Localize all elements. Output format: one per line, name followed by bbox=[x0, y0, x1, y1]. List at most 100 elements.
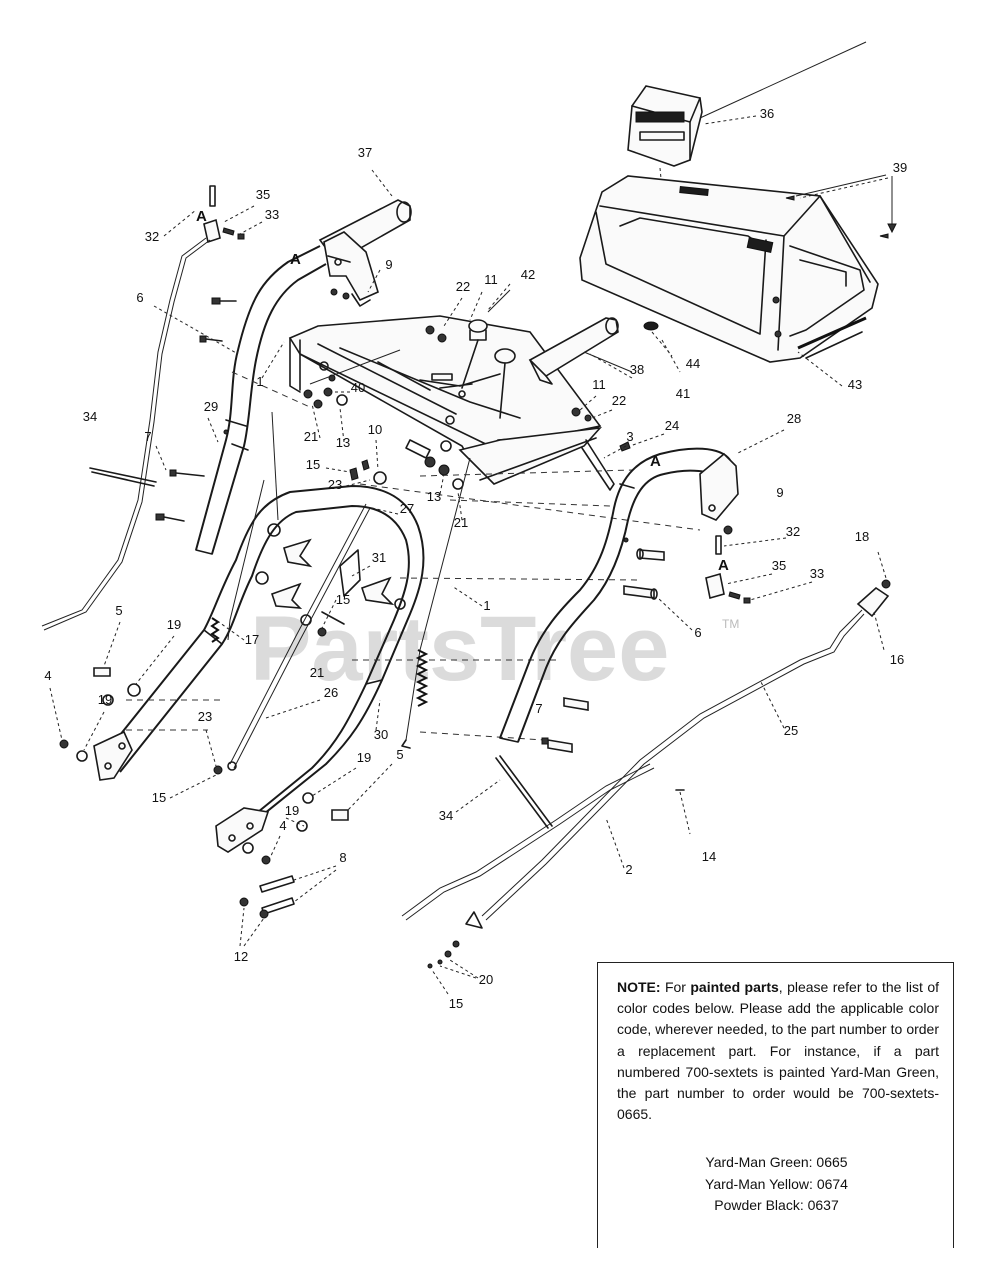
part-label-26: 26 bbox=[324, 685, 338, 700]
part-label-34: 34 bbox=[439, 808, 453, 823]
color-code-green: Yard-Man Green: 0665 bbox=[705, 1154, 848, 1170]
center-console-bracket bbox=[288, 315, 602, 485]
part-label-14: 14 bbox=[702, 849, 716, 864]
part-label-4: 4 bbox=[279, 818, 286, 833]
part-label-4: 4 bbox=[44, 668, 51, 683]
part-label-20: 20 bbox=[479, 972, 493, 987]
part-label-11: 11 bbox=[592, 377, 606, 392]
part-label-23: 23 bbox=[198, 709, 212, 724]
part-label-7: 7 bbox=[535, 701, 542, 716]
part-label-6: 6 bbox=[694, 625, 701, 640]
part-label-31: 31 bbox=[372, 550, 386, 565]
part-label-35: 35 bbox=[256, 187, 270, 202]
part-label-34: 34 bbox=[83, 409, 97, 424]
part-label-5: 5 bbox=[115, 603, 122, 618]
part-label-43: 43 bbox=[848, 377, 862, 392]
bolts-6-7-right bbox=[541, 548, 665, 753]
note-painted-parts: painted parts bbox=[690, 979, 779, 995]
part-43-console bbox=[579, 175, 879, 363]
part-label-19: 19 bbox=[98, 692, 112, 707]
note-box: NOTE: For painted parts, please refer to… bbox=[597, 962, 954, 1248]
part-label-32: 32 bbox=[145, 229, 159, 244]
part-label-21: 21 bbox=[304, 429, 318, 444]
part-label-39: 39 bbox=[893, 160, 907, 175]
part-label-28: 28 bbox=[787, 411, 801, 426]
part-label-1: 1 bbox=[256, 374, 263, 389]
part-label-5: 5 bbox=[396, 747, 403, 762]
part-label-32: 32 bbox=[786, 524, 800, 539]
part-label-19: 19 bbox=[285, 803, 299, 818]
part-32-35-right-bracket bbox=[705, 535, 751, 604]
callout-a-right-bracket: A bbox=[718, 557, 729, 574]
lead-36 bbox=[659, 167, 665, 211]
part-label-27: 27 bbox=[400, 501, 414, 516]
callout-a-right-handle: A bbox=[650, 453, 661, 470]
part-17-31-knobs bbox=[255, 523, 406, 637]
part-label-8: 8 bbox=[339, 850, 346, 865]
part-label-3: 3 bbox=[626, 429, 633, 444]
part-39-screws bbox=[785, 174, 897, 239]
part-34-left-clip bbox=[89, 467, 157, 487]
part-label-44: 44 bbox=[686, 356, 700, 371]
part-label-19: 19 bbox=[167, 617, 181, 632]
part-25-shift-rod bbox=[481, 551, 891, 921]
part-label-1: 1 bbox=[483, 598, 490, 613]
part-38-rod bbox=[528, 317, 633, 385]
note-text: NOTE: For painted parts, please refer to… bbox=[617, 977, 939, 1125]
part-label-30: 30 bbox=[374, 727, 388, 742]
part-label-10: 10 bbox=[368, 422, 382, 437]
part-label-33: 33 bbox=[265, 207, 279, 222]
part-label-18: 18 bbox=[855, 529, 869, 544]
part-label-37: 37 bbox=[358, 145, 372, 160]
part-label-29: 29 bbox=[204, 399, 218, 414]
part-label-6: 6 bbox=[136, 290, 143, 305]
part-label-40: 40 bbox=[351, 380, 365, 395]
part-label-23: 23 bbox=[328, 477, 342, 492]
part-label-36: 36 bbox=[760, 106, 774, 121]
part-label-11: 11 bbox=[484, 272, 498, 287]
part-label-16: 16 bbox=[890, 652, 904, 667]
part-label-24: 24 bbox=[665, 418, 679, 433]
part-label-2: 2 bbox=[625, 862, 632, 877]
color-code-black: Powder Black: 0637 bbox=[714, 1197, 839, 1213]
part-label-12: 12 bbox=[234, 949, 248, 964]
watermark: PartsTree bbox=[250, 598, 669, 700]
part-label-9: 9 bbox=[776, 485, 783, 500]
part-32-35-left-bracket bbox=[41, 185, 245, 631]
part-label-21: 21 bbox=[454, 515, 468, 530]
part-label-13: 13 bbox=[336, 435, 350, 450]
watermark-trademark: TM bbox=[722, 617, 739, 631]
part-label-15: 15 bbox=[306, 457, 320, 472]
part-36-cap bbox=[627, 85, 703, 167]
note-text-2: , please refer to the list of color code… bbox=[617, 979, 940, 1123]
dashed-guides bbox=[231, 371, 701, 741]
part-label-17: 17 bbox=[245, 632, 259, 647]
part-2-rod bbox=[401, 755, 691, 969]
part-44-41 bbox=[643, 321, 681, 373]
part-label-41: 41 bbox=[676, 386, 690, 401]
part-label-42: 42 bbox=[521, 267, 535, 282]
part-label-21: 21 bbox=[310, 665, 324, 680]
leader-lines bbox=[49, 115, 889, 995]
part-label-35: 35 bbox=[772, 558, 786, 573]
callout-a-left-bracket: A bbox=[196, 208, 207, 225]
part-label-19: 19 bbox=[357, 750, 371, 765]
part-label-9: 9 bbox=[385, 257, 392, 272]
color-code-yellow: Yard-Man Yellow: 0674 bbox=[705, 1175, 848, 1192]
part-label-15: 15 bbox=[336, 592, 350, 607]
color-codes: Yard-Man Green: 0665 Yard-Man Yellow: 06… bbox=[598, 1152, 955, 1217]
part-label-33: 33 bbox=[810, 566, 824, 581]
part-label-38: 38 bbox=[630, 362, 644, 377]
part-label-13: 13 bbox=[427, 489, 441, 504]
cable-top bbox=[699, 41, 867, 119]
part-label-25: 25 bbox=[784, 723, 798, 738]
part-30-lower-handle bbox=[93, 484, 425, 853]
part-label-15: 15 bbox=[152, 790, 166, 805]
note-text-1: For bbox=[660, 979, 691, 995]
part-label-22: 22 bbox=[456, 279, 470, 294]
bolts-6-7-left bbox=[155, 297, 237, 522]
part-label-15: 15 bbox=[449, 996, 463, 1011]
part-28-upper-handle-right bbox=[499, 447, 739, 743]
